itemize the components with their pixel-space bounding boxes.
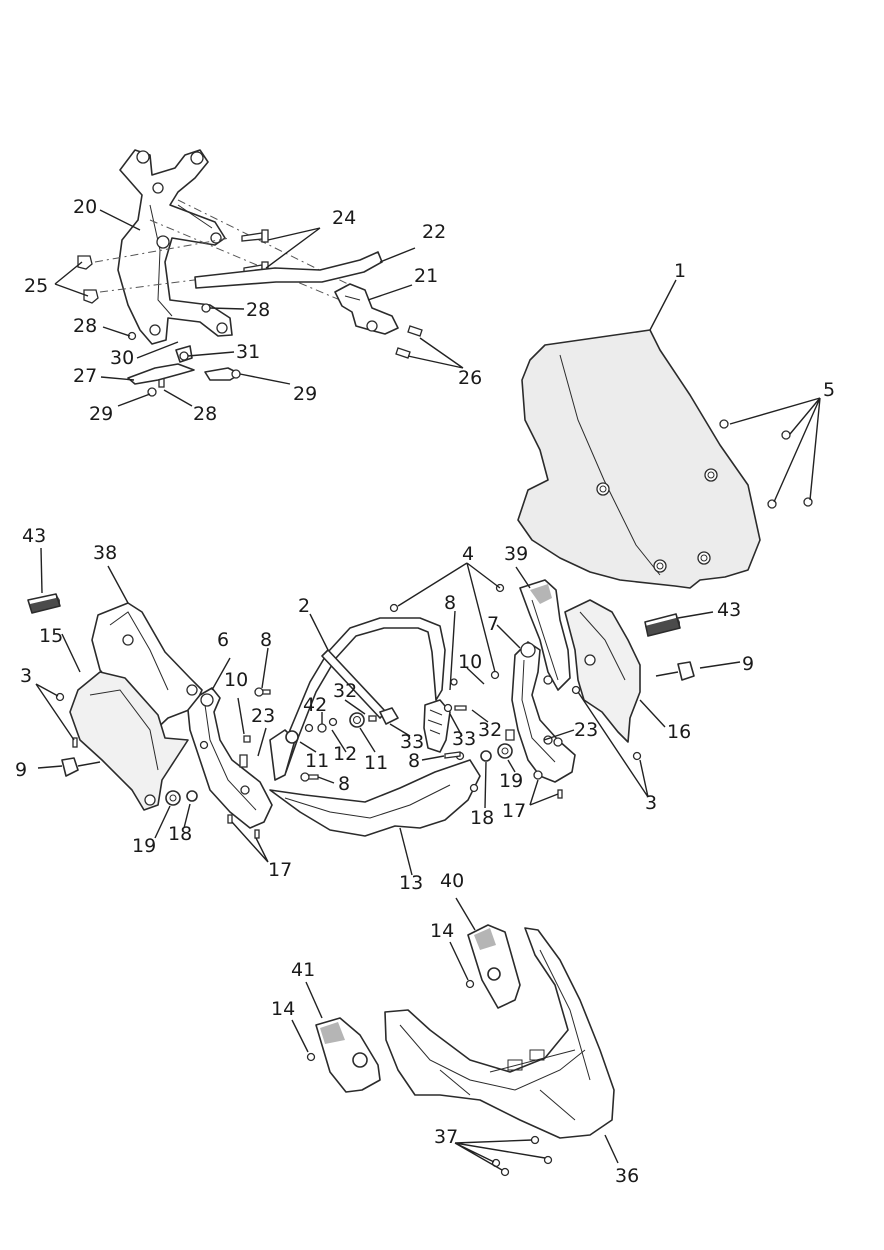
callout-16: 16	[667, 721, 691, 743]
callout-14-b: 14	[271, 998, 295, 1020]
callout-13: 13	[399, 872, 423, 894]
callout-3-b: 3	[645, 792, 657, 814]
callout-11-a: 11	[305, 750, 329, 772]
left-support-bracket	[165, 687, 273, 839]
left-side-panels	[55, 602, 203, 811]
callout-14-a: 14	[430, 920, 454, 942]
callout-7: 7	[487, 613, 499, 635]
callout-9-b: 9	[15, 759, 27, 781]
callout-8-a: 8	[444, 592, 456, 614]
callout-42: 42	[303, 694, 327, 716]
callout-41: 41	[291, 959, 315, 981]
mounting-bracket-assembly	[77, 149, 423, 397]
callout-30: 30	[110, 347, 134, 369]
callout-32-b: 32	[478, 719, 502, 741]
callout-28-a: 28	[246, 299, 270, 321]
callout-18-a: 18	[470, 807, 494, 829]
callout-18-b: 18	[168, 823, 192, 845]
callout-9-a: 9	[742, 653, 754, 675]
callout-19-a: 19	[499, 770, 523, 792]
callout-17-b: 17	[268, 859, 292, 881]
callout-6: 6	[217, 629, 229, 651]
callout-31: 31	[236, 341, 260, 363]
callout-2: 2	[298, 595, 310, 617]
central-frame	[269, 583, 505, 782]
foam-pads	[27, 593, 681, 637]
right-side-panels	[519, 579, 695, 761]
callout-15: 15	[39, 625, 63, 647]
windscreen	[517, 329, 813, 589]
callout-40: 40	[440, 870, 464, 892]
callout-19-b: 19	[132, 835, 156, 857]
callout-12: 12	[333, 743, 357, 765]
callout-25: 25	[24, 275, 48, 297]
callout-20: 20	[73, 196, 97, 218]
callout-27: 27	[73, 365, 97, 387]
callout-39: 39	[504, 543, 528, 565]
leader-lines	[35, 209, 821, 1171]
callout-22: 22	[422, 221, 446, 243]
callout-38: 38	[93, 542, 117, 564]
right-support-bracket	[505, 641, 576, 799]
callout-8-b: 8	[260, 629, 272, 651]
callout-28-c: 28	[193, 403, 217, 425]
callout-24: 24	[332, 207, 356, 229]
callout-29-b: 29	[89, 403, 113, 425]
callout-23-a: 23	[251, 705, 275, 727]
callout-4: 4	[462, 543, 474, 565]
callout-1: 1	[674, 260, 686, 282]
callout-43-a: 43	[22, 525, 46, 547]
callout-26: 26	[458, 367, 482, 389]
callout-3-a: 3	[20, 665, 32, 687]
callout-10-b: 10	[224, 669, 248, 691]
callout-labels: 20 24 22 21 25 28 28 30 31 26 27 29 29 2…	[15, 196, 835, 1187]
callout-11-b: 11	[364, 752, 388, 774]
callout-33-a: 33	[400, 731, 424, 753]
callout-17-a: 17	[502, 800, 526, 822]
callout-10-a: 10	[458, 651, 482, 673]
callout-8-c: 8	[408, 750, 420, 772]
front-beak-assembly	[306, 924, 615, 1177]
callout-21: 21	[414, 265, 438, 287]
callout-29-a: 29	[293, 383, 317, 405]
callout-36: 36	[615, 1165, 639, 1187]
callout-43-b: 43	[717, 599, 741, 621]
callout-23-b: 23	[574, 719, 598, 741]
callout-33-b: 33	[452, 728, 476, 750]
callout-28-b: 28	[73, 315, 97, 337]
callout-8-d: 8	[338, 773, 350, 795]
callout-5: 5	[823, 379, 835, 401]
callout-32-a: 32	[333, 680, 357, 702]
callout-37: 37	[434, 1126, 458, 1148]
lower-centre-cover	[269, 743, 513, 837]
